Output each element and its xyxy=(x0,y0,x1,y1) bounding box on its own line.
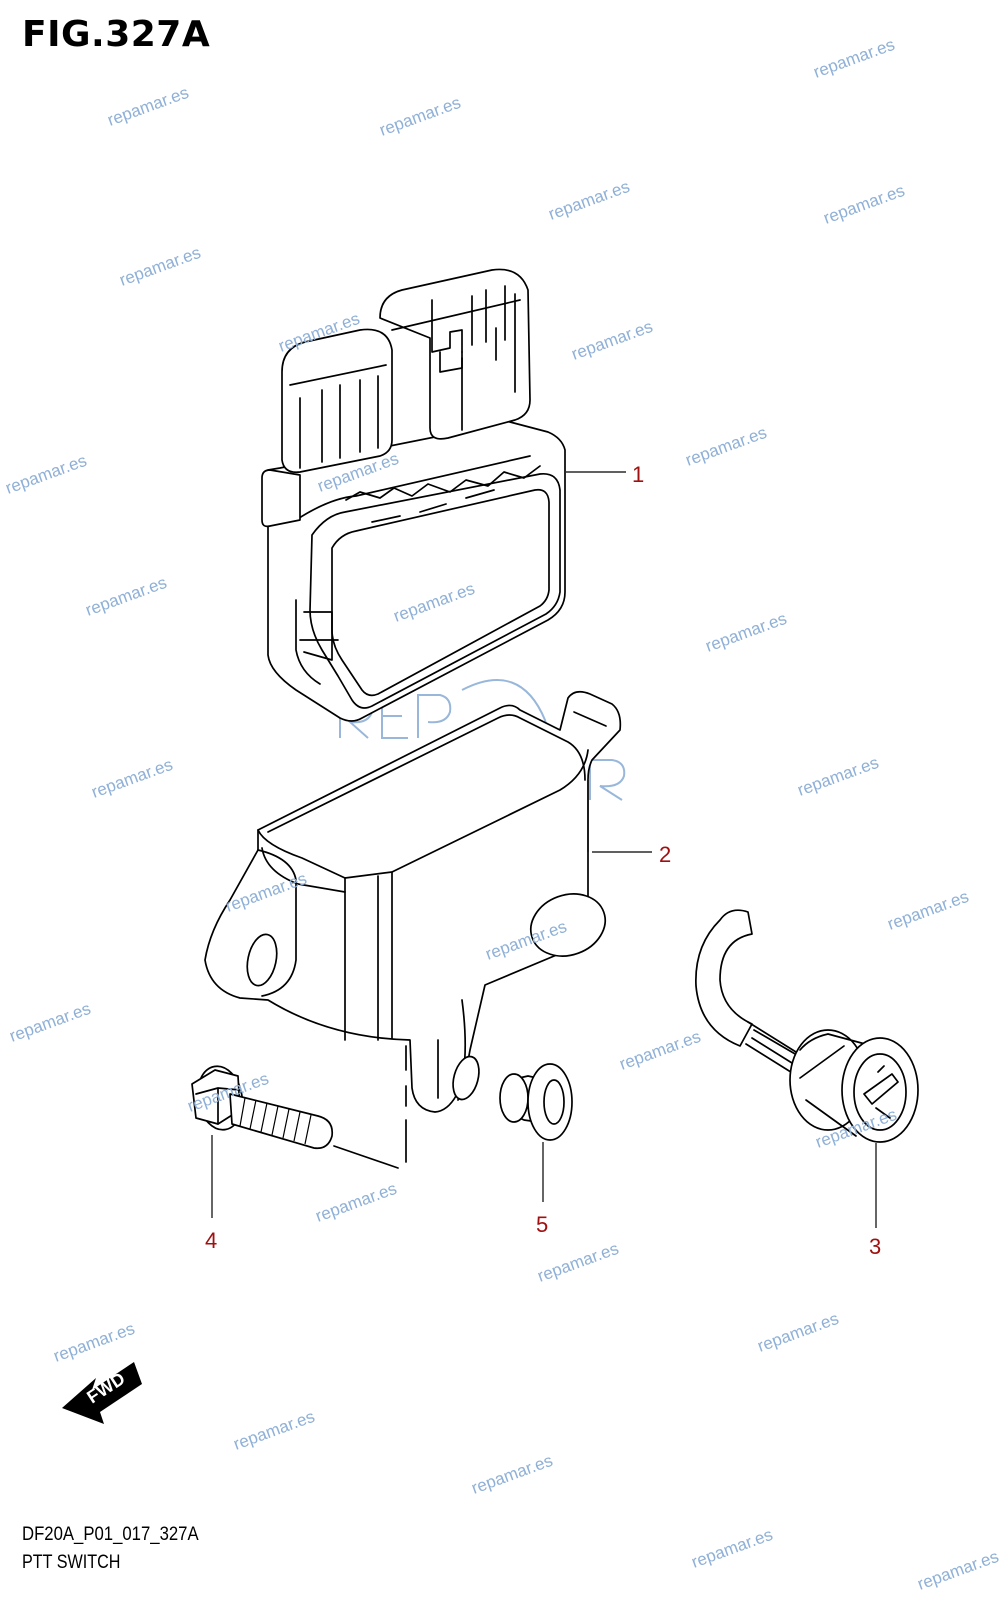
figure-title: FIG.327A xyxy=(22,14,211,55)
watermark-text: repamar.es xyxy=(469,1451,555,1498)
callout-4: 4 xyxy=(205,1228,217,1253)
watermark-text: repamar.es xyxy=(89,755,175,802)
watermark-text: repamar.es xyxy=(617,1027,703,1074)
trim-switch-with-harness xyxy=(695,909,919,1143)
fwd-arrow-icon: FWD xyxy=(62,1362,142,1424)
collar-bushing xyxy=(499,1063,573,1141)
watermark-text: repamar.es xyxy=(683,423,769,470)
watermark-text: repamar.es xyxy=(3,451,89,498)
callout-1: 1 xyxy=(632,462,644,487)
callout-2: 2 xyxy=(659,842,671,867)
figure-code: DF20A_P01_017_327A xyxy=(22,1524,199,1545)
figure-name: PTT SWITCH xyxy=(22,1552,121,1573)
watermark-text: repamar.es xyxy=(821,181,907,228)
watermark-text: repamar.es xyxy=(51,1319,137,1366)
flange-bolt xyxy=(191,1065,399,1169)
watermark-text: repamar.es xyxy=(105,83,191,130)
watermark-text: repamar.es xyxy=(885,887,971,934)
watermark-text: repamar.es xyxy=(689,1525,775,1572)
watermark-text: repamar.es xyxy=(377,93,463,140)
watermark-text: repamar.es xyxy=(7,999,93,1046)
watermark-text: repamar.es xyxy=(117,243,203,290)
watermark-text: repamar.es xyxy=(915,1547,1000,1594)
ptt-switch-unit xyxy=(261,268,566,722)
watermark-text: repamar.es xyxy=(795,753,881,800)
watermark-text: repamar.es xyxy=(231,1407,317,1454)
watermark-text: repamar.es xyxy=(703,609,789,656)
watermark-text: repamar.es xyxy=(546,177,632,224)
watermark-text: repamar.es xyxy=(83,573,169,620)
callout-5: 5 xyxy=(536,1212,548,1237)
watermark-text: repamar.es xyxy=(569,317,655,364)
callout-3: 3 xyxy=(869,1234,881,1259)
watermark-text: repamar.es xyxy=(313,1179,399,1226)
watermark-text: repamar.es xyxy=(535,1239,621,1286)
watermark-text: repamar.es xyxy=(755,1309,841,1356)
ptt-switch-cover xyxy=(204,690,622,1163)
leader-lines xyxy=(211,471,877,1228)
watermark-text: repamar.es xyxy=(811,35,897,82)
